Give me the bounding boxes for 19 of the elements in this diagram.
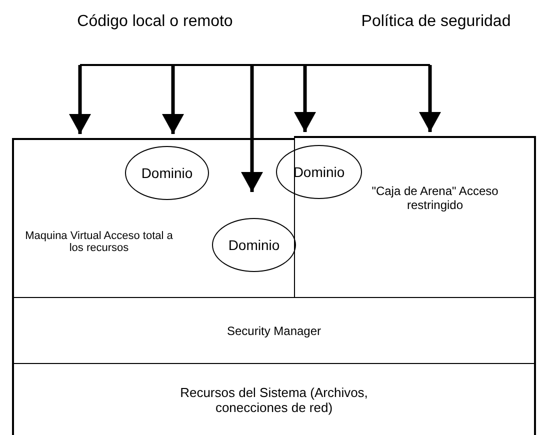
- sandbox-box: [294, 136, 536, 298]
- arrow: [69, 65, 91, 134]
- box-label: Maquina Virtual Acceso total a los recursos: [24, 230, 174, 254]
- arrow: [162, 65, 184, 134]
- heading-label: Política de seguridad: [335, 8, 537, 36]
- domain-ellipse: Dominio: [212, 218, 296, 272]
- arrow: [294, 65, 316, 132]
- domain-ellipse: Dominio: [276, 145, 362, 199]
- heading-label: Código local o remoto: [40, 8, 270, 36]
- arrow: [241, 65, 263, 192]
- arrow: [419, 65, 441, 132]
- domain-ellipse: Dominio: [125, 146, 209, 200]
- box-label: "Caja de Arena" Acceso restringido: [370, 184, 500, 212]
- distribution-line: [80, 64, 430, 66]
- layer-label: Recursos del Sistema (Archivos, conecciones de red): [179, 384, 369, 414]
- layer-label: Security Manager: [226, 324, 322, 338]
- virtual-machine-box: [12, 138, 295, 298]
- security-manager-layer: [12, 297, 536, 364]
- system-resources-layer: [12, 363, 536, 435]
